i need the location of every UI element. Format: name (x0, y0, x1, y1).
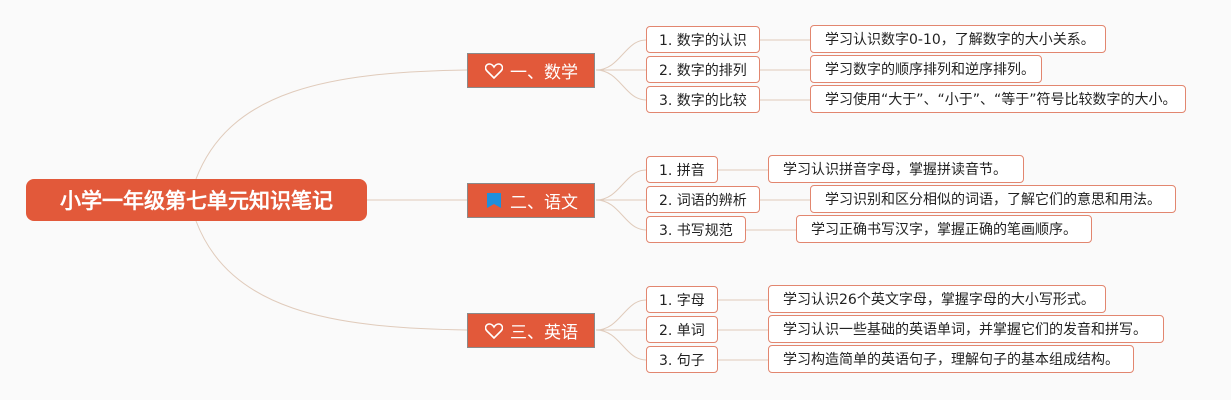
topic-chinese-3[interactable]: 3. 书写规范 (646, 216, 746, 243)
desc-english-1[interactable]: 学习认识26个英文字母，掌握字母的大小写形式。 (768, 285, 1106, 313)
topic-english-3[interactable]: 3. 句子 (646, 346, 718, 373)
topic-label: 2. 单词 (659, 322, 705, 339)
desc-math-2[interactable]: 学习数字的顺序排列和逆序排列。 (810, 55, 1042, 83)
desc-english-3[interactable]: 学习构造简单的英语句子，理解句子的基本组成结构。 (768, 345, 1134, 373)
topic-label: 2. 数字的排列 (659, 62, 747, 79)
topic-label: 3. 数字的比较 (659, 92, 747, 109)
desc-text: 学习正确书写汉字，掌握正确的笔画顺序。 (811, 222, 1077, 238)
link-math-3 (595, 69, 647, 101)
branch-math-label: 一、数学 (510, 63, 578, 83)
desc-chinese-3[interactable]: 学习正确书写汉字，掌握正确的笔画顺序。 (796, 215, 1092, 243)
desc-text: 学习认识数字0-10，了解数字的大小关系。 (825, 32, 1095, 48)
topic-chinese-1[interactable]: 1. 拼音 (646, 156, 718, 183)
desc-text: 学习数字的顺序排列和逆序排列。 (825, 62, 1035, 78)
topic-label: 3. 书写规范 (659, 222, 733, 239)
topic-label: 3. 句子 (659, 352, 705, 369)
topic-label: 1. 拼音 (659, 162, 705, 179)
branch-english-label: 三、英语 (510, 323, 578, 343)
desc-chinese-2[interactable]: 学习识别和区分相似的词语，了解它们的意思和用法。 (810, 185, 1176, 213)
topic-chinese-2[interactable]: 2. 词语的辨析 (646, 186, 760, 213)
link-root-math (195, 69, 468, 180)
branch-chinese[interactable]: 二、语文 (467, 183, 595, 218)
link-english-1 (595, 299, 647, 331)
topic-math-1[interactable]: 1. 数字的认识 (646, 26, 760, 53)
desc-english-2[interactable]: 学习认识一些基础的英语单词，并掌握它们的发音和拼写。 (768, 315, 1164, 343)
desc-chinese-1[interactable]: 学习认识拼音字母，掌握拼读音节。 (768, 155, 1024, 183)
desc-text: 学习认识一些基础的英语单词，并掌握它们的发音和拼写。 (783, 322, 1147, 338)
desc-math-1[interactable]: 学习认识数字0-10，了解数字的大小关系。 (810, 25, 1106, 53)
desc-text: 学习认识拼音字母，掌握拼读音节。 (783, 162, 1007, 178)
heart-icon (484, 61, 504, 81)
link-math-1 (595, 39, 647, 71)
root-title: 小学一年级第七单元知识笔记 (60, 189, 333, 213)
link-english-3 (595, 329, 647, 361)
desc-text: 学习使用“大于”、“小于”、“等于”符号比较数字的大小。 (825, 92, 1177, 108)
branch-english[interactable]: 三、英语 (467, 313, 595, 348)
link-root-english (195, 220, 468, 331)
topic-math-3[interactable]: 3. 数字的比较 (646, 86, 760, 113)
branch-math[interactable]: 一、数学 (467, 53, 595, 88)
desc-text: 学习构造简单的英语句子，理解句子的基本组成结构。 (783, 352, 1119, 368)
link-chinese-1 (595, 169, 647, 201)
desc-text: 学习认识26个英文字母，掌握字母的大小写形式。 (783, 292, 1095, 308)
desc-math-3[interactable]: 学习使用“大于”、“小于”、“等于”符号比较数字的大小。 (810, 85, 1186, 113)
topic-label: 1. 数字的认识 (659, 32, 747, 49)
topic-english-1[interactable]: 1. 字母 (646, 286, 718, 313)
flag-icon (484, 191, 504, 211)
link-chinese-3 (595, 199, 647, 231)
desc-text: 学习识别和区分相似的词语，了解它们的意思和用法。 (825, 192, 1161, 208)
topic-english-2[interactable]: 2. 单词 (646, 316, 718, 343)
heart-icon (484, 321, 504, 341)
topic-math-2[interactable]: 2. 数字的排列 (646, 56, 760, 83)
root-node[interactable]: 小学一年级第七单元知识笔记 (26, 179, 367, 221)
topic-label: 1. 字母 (659, 292, 705, 309)
topic-label: 2. 词语的辨析 (659, 192, 747, 209)
branch-chinese-label: 二、语文 (510, 193, 578, 213)
